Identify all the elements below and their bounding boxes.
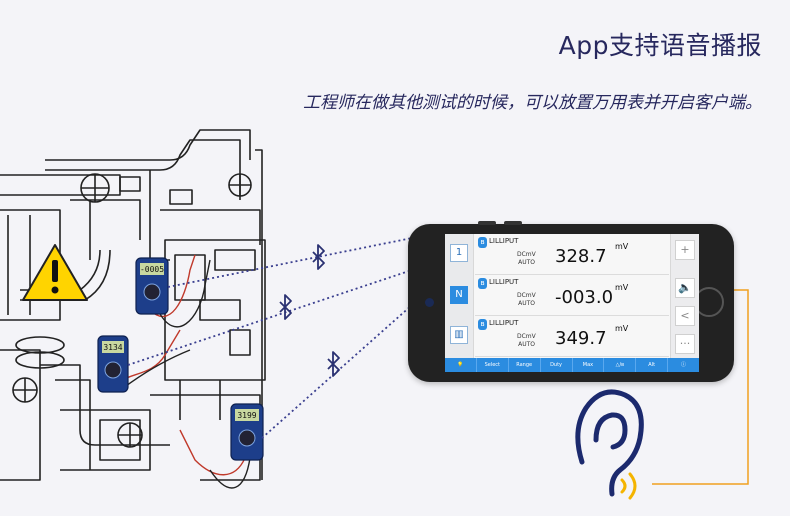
speaker-icon[interactable]: 🔈 bbox=[675, 278, 695, 298]
delta-bluetooth-icon[interactable]: △/ʙ bbox=[604, 358, 637, 372]
bluetooth-icon bbox=[327, 351, 340, 377]
multimeter bbox=[97, 335, 129, 393]
bottom-toolbar: 💡 Select Range Duty Max △/ʙ Alt ⓘ bbox=[445, 358, 699, 372]
multi-view-icon[interactable]: N bbox=[450, 286, 468, 304]
reading-unit: mV bbox=[615, 283, 629, 292]
reading-value: 328.7 bbox=[555, 246, 607, 267]
share-icon[interactable]: < bbox=[675, 306, 695, 326]
reading-unit: mV bbox=[615, 324, 629, 333]
info-icon[interactable]: ⓘ bbox=[681, 362, 687, 368]
device-name: LILLIPUT bbox=[489, 237, 519, 245]
page-title: App支持语音播报 bbox=[558, 31, 762, 60]
select-button[interactable]: Select bbox=[477, 358, 509, 372]
meter-display: 3199 bbox=[237, 411, 256, 420]
bluetooth-icon bbox=[312, 244, 325, 270]
front-camera bbox=[425, 298, 434, 307]
meter-display: -0005 bbox=[140, 265, 164, 274]
range-button[interactable]: Range bbox=[509, 358, 541, 372]
warning-sign-icon bbox=[22, 244, 88, 301]
reading-value: 349.7 bbox=[555, 328, 607, 349]
chart-icon[interactable]: ▥ bbox=[450, 326, 468, 344]
light-icon[interactable]: 💡 bbox=[445, 358, 477, 372]
alt-button[interactable]: Alt bbox=[636, 358, 669, 372]
device-name: LILLIPUT bbox=[489, 319, 519, 327]
bluetooth-icon bbox=[279, 294, 292, 320]
reading-unit: mV bbox=[615, 242, 629, 251]
more-icon[interactable]: ··· bbox=[675, 334, 695, 354]
bluetooth-icon: ʙ bbox=[478, 278, 487, 289]
bluetooth-link-lines bbox=[127, 237, 413, 439]
page-subtitle: 工程师在做其他测试的时候，可以放置万用表并开启客户端。 bbox=[303, 93, 762, 113]
meter-display: 3134 bbox=[103, 343, 122, 352]
reading-value: -003.0 bbox=[555, 287, 614, 308]
left-toolbar: 1 N ▥ bbox=[445, 234, 474, 358]
multimeter bbox=[135, 257, 169, 315]
plus-icon[interactable]: + bbox=[675, 240, 695, 260]
multimeter bbox=[230, 403, 264, 461]
single-view-icon[interactable]: 1 bbox=[450, 244, 468, 262]
bluetooth-icon: ʙ bbox=[478, 319, 487, 330]
ear-icon bbox=[575, 389, 644, 497]
bluetooth-icon: ʙ bbox=[478, 237, 487, 248]
max-button[interactable]: Max bbox=[573, 358, 605, 372]
sound-wave-icon bbox=[620, 472, 637, 500]
duty-button[interactable]: Duty bbox=[541, 358, 573, 372]
device-name: LILLIPUT bbox=[489, 278, 519, 286]
right-toolbar: + 🔈 < ··· bbox=[670, 234, 699, 358]
